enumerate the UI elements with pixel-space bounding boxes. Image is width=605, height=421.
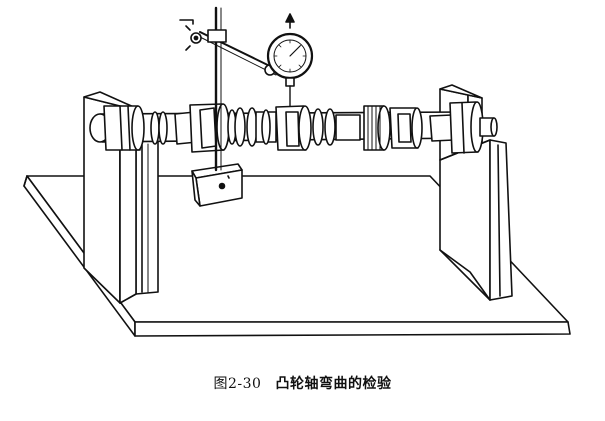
figure-title: 凸轮轴弯曲的检验	[275, 376, 392, 392]
v-block-left	[83, 91, 159, 304]
figure-number: 图2-30	[213, 376, 262, 392]
magnetic-base	[191, 163, 243, 207]
dial-indicator	[266, 13, 314, 107]
figure-caption: 图2-30 凸轮轴弯曲的检验	[0, 373, 605, 393]
base-plate	[23, 175, 571, 337]
indicator-stand	[179, 6, 279, 172]
camshaft	[89, 101, 498, 154]
